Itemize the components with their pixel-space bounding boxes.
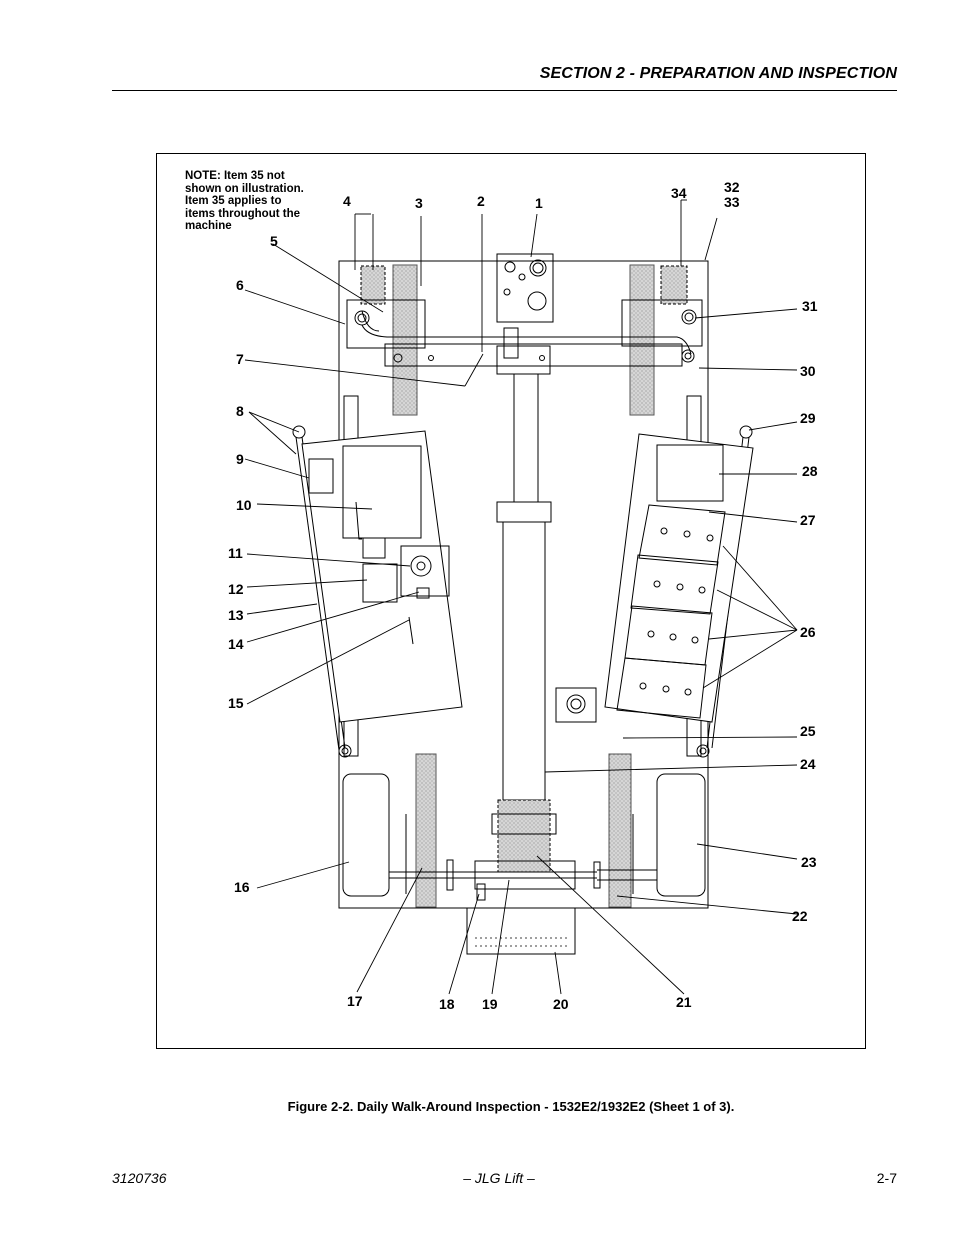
callout-9: 9 [236, 451, 244, 467]
callout-2: 2 [477, 193, 485, 209]
callout-11: 11 [228, 545, 243, 561]
frame-rail-left-rear [415, 753, 437, 908]
control-box [496, 253, 554, 323]
page-number: 2-7 [876, 1170, 897, 1186]
callout-10: 10 [236, 497, 252, 513]
figure-frame: NOTE: Item 35 not shown on illustration.… [156, 153, 866, 1049]
tray-label [308, 458, 334, 494]
callout-3: 3 [415, 195, 423, 211]
note-line: shown on illustration. [185, 182, 304, 195]
note-line: NOTE: Item 35 not [185, 170, 285, 182]
callout-33: 33 [724, 194, 740, 210]
callout-21: 21 [676, 994, 692, 1010]
footer-brand: – JLG Lift – [463, 1170, 535, 1186]
pivot-block [503, 327, 519, 359]
callout-16: 16 [234, 879, 250, 895]
figure-note: NOTE: Item 35 not shown on illustration.… [185, 170, 345, 233]
callout-28: 28 [802, 463, 818, 479]
callout-13: 13 [228, 607, 244, 623]
callout-5: 5 [270, 233, 278, 249]
ground-control-box [400, 545, 450, 597]
callout-14: 14 [228, 636, 244, 652]
component-front-right [660, 265, 688, 305]
frame-rail-right-rear [608, 753, 632, 908]
inspection-diagram [244, 199, 798, 995]
callout-30: 30 [800, 363, 816, 379]
callout-31: 31 [802, 298, 818, 314]
frame-rail-right-front [629, 264, 655, 416]
note-line: Item 35 applies to [185, 195, 282, 207]
callout-22: 22 [792, 908, 808, 924]
rear-grille [466, 907, 576, 955]
callout-6: 6 [236, 277, 244, 293]
callout-26: 26 [800, 624, 816, 640]
frame-rail-left-front [392, 264, 418, 416]
cylinder-collar [496, 501, 552, 523]
callout-34: 34 [671, 185, 687, 201]
callout-32: 32 [724, 179, 740, 195]
right-tray [604, 433, 754, 723]
bracket-left [346, 299, 426, 349]
callout-24: 24 [800, 756, 816, 772]
doc-number: 3120736 [112, 1170, 167, 1186]
figure-caption-text: Figure 2-2. Daily Walk-Around Inspection… [287, 1099, 735, 1114]
callout-29: 29 [800, 410, 816, 426]
leader-lines [244, 199, 798, 995]
callout-17: 17 [347, 993, 363, 1009]
section-title: SECTION 2 - PREPARATION AND INSPECTION [539, 65, 897, 82]
left-tray [301, 430, 463, 723]
callout-25: 25 [800, 723, 816, 739]
drive-axle [474, 860, 576, 890]
callout-4: 4 [343, 193, 351, 209]
page-header: SECTION 2 - PREPARATION AND INSPECTION [112, 64, 897, 91]
callout-27: 27 [800, 512, 816, 528]
component-front-left [360, 265, 386, 305]
cover-plate [555, 687, 597, 723]
callout-19: 19 [482, 996, 498, 1012]
callout-12: 12 [228, 581, 244, 597]
cylinder-barrel [502, 521, 546, 801]
callout-1: 1 [535, 195, 543, 211]
battery-charger [656, 444, 724, 502]
note-line: machine [185, 220, 232, 232]
callout-23: 23 [801, 854, 817, 870]
rear-wheel-right [656, 773, 706, 897]
cylinder-rod [513, 373, 539, 503]
callout-18: 18 [439, 996, 455, 1012]
callout-20: 20 [553, 996, 569, 1012]
batteries [616, 504, 726, 719]
callout-7: 7 [236, 351, 244, 367]
bracket-right [621, 299, 703, 347]
note-line: items throughout the [185, 207, 300, 220]
callout-8: 8 [236, 403, 244, 419]
callout-15: 15 [228, 695, 244, 711]
footer-center: – JLG Lift – [0, 1170, 954, 1186]
figure-caption: Figure 2-2. Daily Walk-Around Inspection… [0, 1099, 954, 1114]
rear-wheel-left [342, 773, 390, 897]
